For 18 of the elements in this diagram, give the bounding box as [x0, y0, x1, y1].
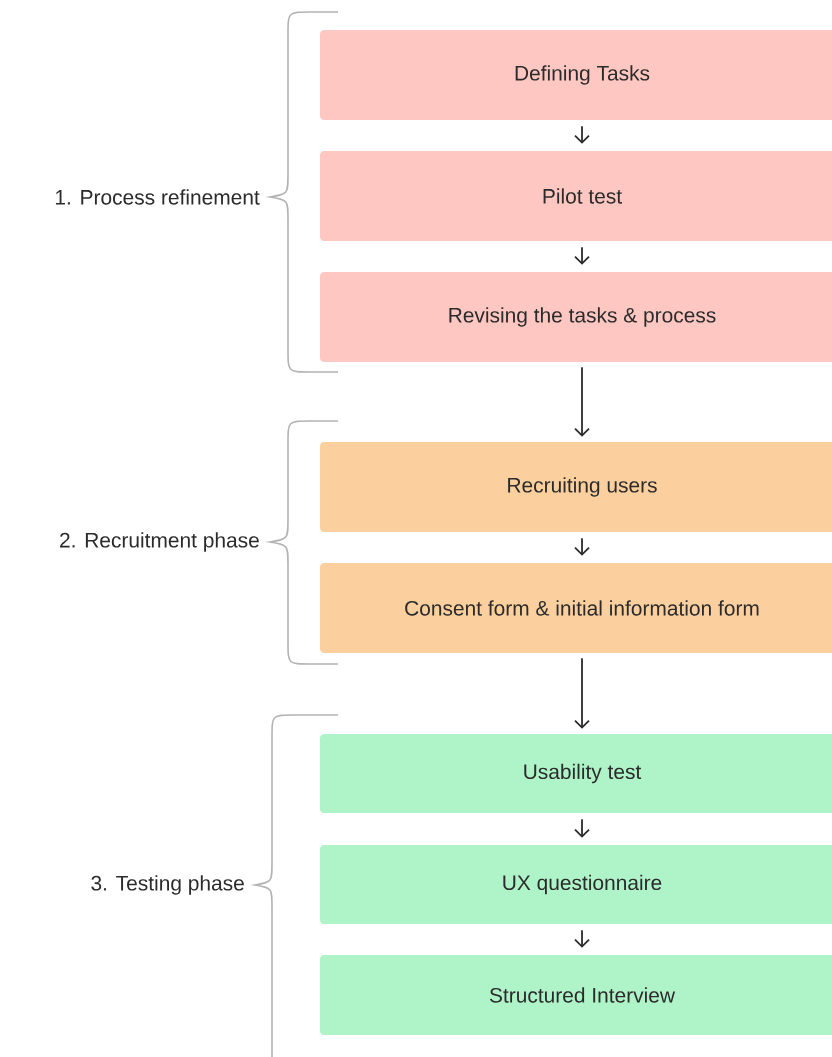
process-box: UX questionnaire [320, 845, 832, 924]
arrow [574, 125, 590, 144]
process-box: Consent form & initial information form [320, 563, 832, 653]
arrow [574, 657, 590, 729]
arrow [574, 246, 590, 265]
arrow [574, 366, 590, 437]
process-box: Structured Interview [320, 955, 832, 1035]
arrow [574, 537, 590, 556]
process-box: Recruiting users [320, 442, 832, 532]
process-box: Pilot test [320, 151, 832, 241]
arrow [574, 929, 590, 948]
phase-label: 3. Testing phase [91, 875, 244, 895]
process-box: Revising the tasks & process [320, 272, 832, 362]
phase-label: 1. Process refinement [55, 189, 260, 205]
process-box: Defining Tasks [320, 30, 832, 120]
phase-label: 2. Recruitment phase [60, 532, 259, 552]
arrow [574, 818, 590, 838]
process-box: Usability test [320, 734, 832, 813]
